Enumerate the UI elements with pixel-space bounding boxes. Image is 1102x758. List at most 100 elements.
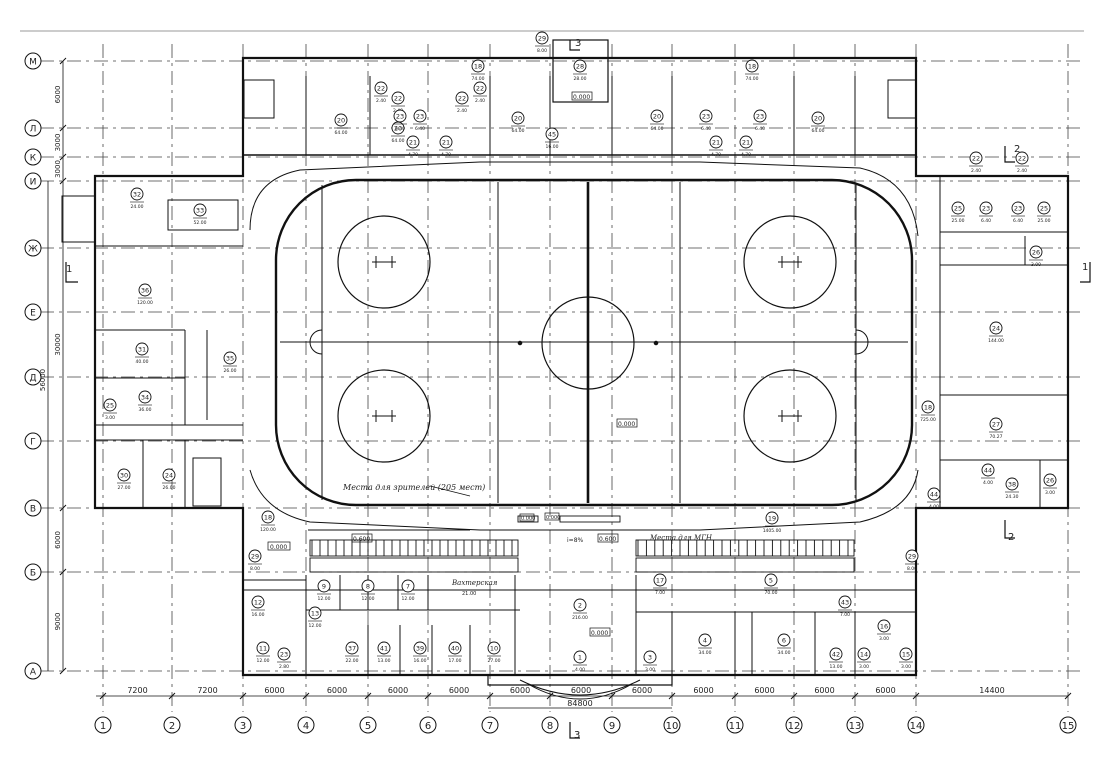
- room-tag: 812.00: [361, 579, 375, 602]
- room-number: 17: [656, 577, 664, 585]
- room-number: 23: [982, 205, 990, 213]
- room-number: 11: [259, 645, 267, 653]
- column-bubble: 5: [359, 716, 377, 734]
- column-bubble: 14: [907, 716, 925, 734]
- column-bubble: 8: [541, 716, 559, 734]
- room-number: 31: [138, 346, 146, 354]
- room-number: 4: [703, 637, 707, 645]
- room-area: 28.00: [574, 76, 587, 82]
- room-number: 8: [366, 583, 370, 591]
- dimension-label: 6000: [54, 531, 62, 549]
- svg-text:Ж: Ж: [28, 245, 38, 255]
- room-area: 8.00: [250, 566, 260, 572]
- room-number: 16: [880, 623, 888, 631]
- room-tag: 11 12.00: [256, 641, 270, 664]
- room-area: 3.00: [1045, 490, 1055, 496]
- room-area: 4.70: [441, 152, 451, 158]
- room-area: 64.00: [335, 130, 348, 136]
- grid-lines: [40, 44, 1080, 712]
- room-tag: 434.00: [698, 633, 712, 656]
- section-label-2a: 2: [1014, 144, 1020, 155]
- room-area: 74.00: [472, 76, 485, 82]
- room-area: 4.70: [408, 152, 418, 158]
- room-tag: 20 64.00: [650, 109, 664, 132]
- room-number: 12: [254, 599, 262, 607]
- room-area: 120.00: [260, 527, 276, 533]
- room-number: 27: [992, 421, 1000, 429]
- room-area: 24.00: [131, 204, 144, 210]
- room-number: 18: [748, 63, 756, 71]
- room-number: 20: [394, 125, 402, 133]
- room-number: 35: [226, 355, 234, 363]
- row-bubble: Д: [24, 368, 42, 386]
- room-tag: 214.70: [709, 135, 723, 158]
- room-area: 64.00: [651, 126, 664, 132]
- room-area: 34.00: [778, 650, 791, 656]
- level-mark: 0.600: [599, 536, 616, 543]
- room-number: 3: [648, 654, 652, 662]
- room-tag: 32 24.00: [130, 187, 144, 210]
- svg-text:10: 10: [666, 721, 679, 732]
- svg-text:4: 4: [303, 721, 309, 732]
- dimension-total: 84800: [567, 699, 592, 708]
- section-label-1a: 1: [66, 264, 72, 275]
- room-area: 12.00: [362, 596, 375, 602]
- room-area: 3.00: [1031, 262, 1041, 268]
- room-number: 23: [702, 113, 710, 121]
- room-number: 24: [992, 325, 1000, 333]
- room-number: 10: [490, 645, 498, 653]
- dimension-label: 6000: [388, 686, 408, 695]
- room-tag: 236.40: [413, 109, 427, 132]
- room-tag: 222.40: [473, 81, 487, 104]
- row-bubble: А: [24, 662, 42, 680]
- svg-text:9: 9: [609, 721, 615, 732]
- room-number: 20: [653, 113, 661, 121]
- room-tag: 444.00: [927, 487, 941, 510]
- svg-text:5: 5: [365, 721, 371, 732]
- column-bubble: 7: [481, 716, 499, 734]
- row-bubble: К: [24, 148, 42, 166]
- room-area: 6.40: [701, 126, 711, 132]
- room-area: 2.40: [376, 98, 386, 104]
- room-area: 64.00: [512, 128, 525, 134]
- room-number: 6: [782, 637, 786, 645]
- room-area: 216.00: [572, 615, 588, 621]
- room-number: 23: [756, 113, 764, 121]
- room-number: 23: [280, 651, 288, 659]
- room-area: 6.40: [1013, 218, 1023, 224]
- room-number: 28: [576, 63, 584, 71]
- room-area: 2.40: [1017, 168, 1027, 174]
- room-area: 27.00: [488, 658, 501, 664]
- svg-text:2: 2: [169, 721, 175, 732]
- room-area: 16.00: [252, 612, 265, 618]
- room-number: 22: [972, 155, 980, 163]
- row-bubble: В: [24, 499, 42, 517]
- room-area: 3.00: [901, 664, 911, 670]
- room-number: 23: [416, 113, 424, 121]
- room-area: 70.00: [765, 590, 778, 596]
- column-bubble: 1: [94, 716, 112, 734]
- room-area: 12.00: [257, 658, 270, 664]
- section-label-2b: 2: [1008, 532, 1014, 543]
- room-number: 15: [902, 651, 910, 659]
- room-number: 33: [196, 207, 204, 215]
- room-area: 64.00: [812, 128, 825, 134]
- room-number: 26: [1046, 477, 1054, 485]
- svg-text:Б: Б: [30, 569, 36, 579]
- room-area: 4.70: [741, 152, 751, 158]
- column-bubble: 11: [726, 716, 744, 734]
- column-bubble: 2: [163, 716, 181, 734]
- svg-text:М: М: [29, 58, 37, 68]
- room-number: 32: [133, 191, 141, 199]
